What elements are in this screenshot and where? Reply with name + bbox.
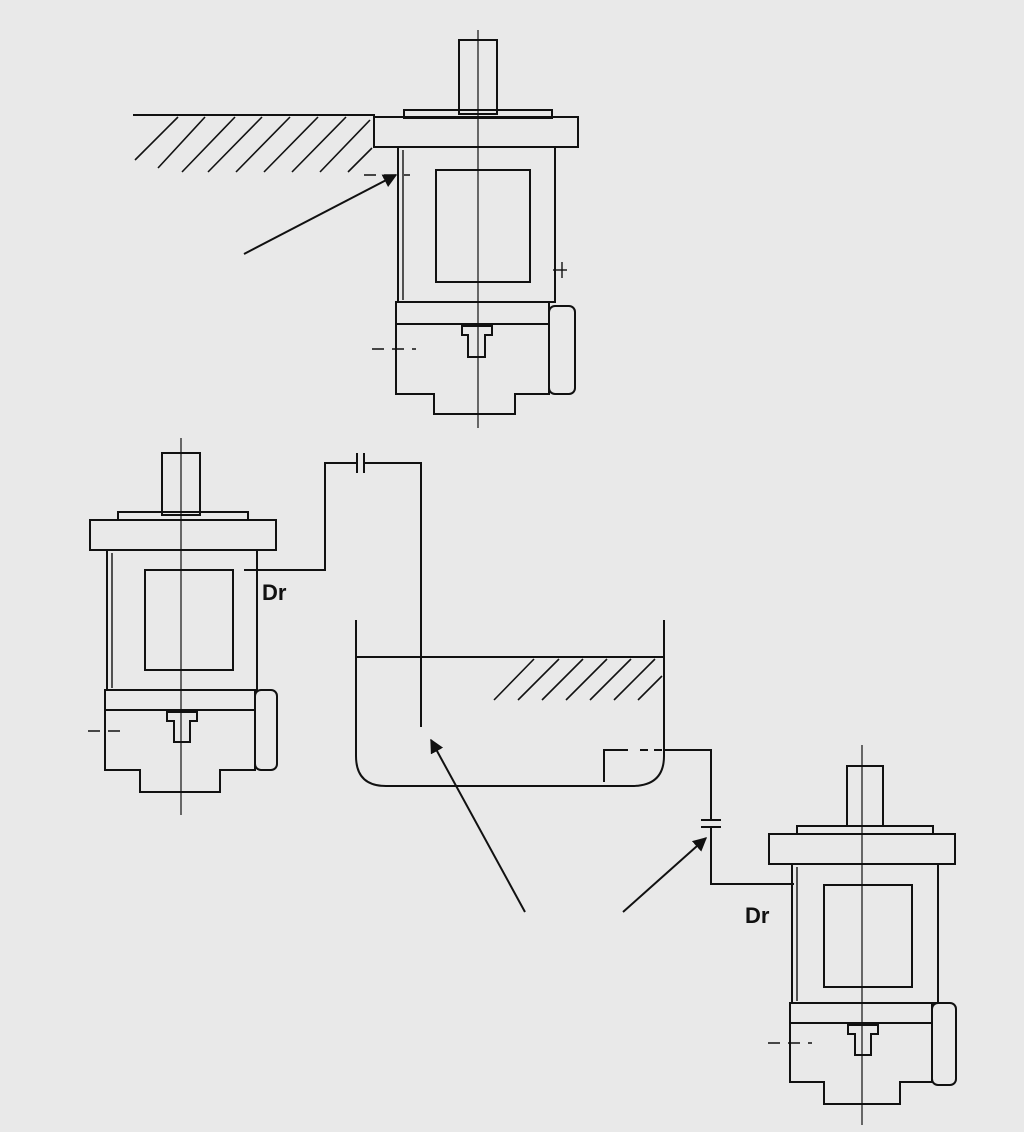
top-pump-flange <box>373 116 579 148</box>
top-pump-lower-plate <box>395 301 550 325</box>
ceiling-hatch <box>134 116 373 173</box>
top-pump-lower-housing <box>395 324 550 415</box>
right-pump-coupling <box>847 1024 879 1056</box>
right-pump-assembly: Dr <box>745 745 957 1125</box>
left-pump-lower-plate <box>104 689 256 711</box>
right-pump-shaft <box>846 765 884 827</box>
right-pump-flange-rim <box>796 825 934 835</box>
left-pump-lower-housing <box>104 710 256 793</box>
right-drain-pipe <box>664 749 794 885</box>
left-drain-pipe-down <box>364 462 422 727</box>
right-pump-nameplate <box>823 884 913 988</box>
left-pump-assembly: Dr <box>88 438 287 815</box>
right-pump-side-box <box>931 1002 957 1086</box>
top-pump-assembly <box>133 30 579 428</box>
left-pump-flange <box>89 519 277 551</box>
tank-outline <box>355 620 665 787</box>
left-pump-nameplate <box>144 569 234 671</box>
left-pump-side-box <box>254 689 278 771</box>
tank-inlet-arrow <box>430 738 526 913</box>
right-pump-lower-plate <box>789 1002 933 1024</box>
tank-hatch <box>493 658 663 701</box>
right-drain-pipe-down <box>710 827 794 885</box>
tank-outlet-elbow <box>603 749 628 782</box>
left-drain-label: Dr <box>262 580 287 605</box>
top-pump-drain-arrow <box>243 174 398 255</box>
coupler-arrow <box>622 837 708 913</box>
right-drain-pipe-run <box>664 749 712 820</box>
left-drain-pipe-run <box>244 462 357 571</box>
left-drain-pipe <box>244 453 422 727</box>
top-pump-coupling <box>461 325 493 358</box>
right-drain-label: Dr <box>745 903 770 928</box>
top-pump-side-box <box>548 305 576 395</box>
oil-tank <box>355 620 665 787</box>
left-pump-coupling <box>166 711 198 743</box>
right-pump-lower-housing <box>789 1023 933 1105</box>
top-pump-nameplate <box>435 169 531 283</box>
